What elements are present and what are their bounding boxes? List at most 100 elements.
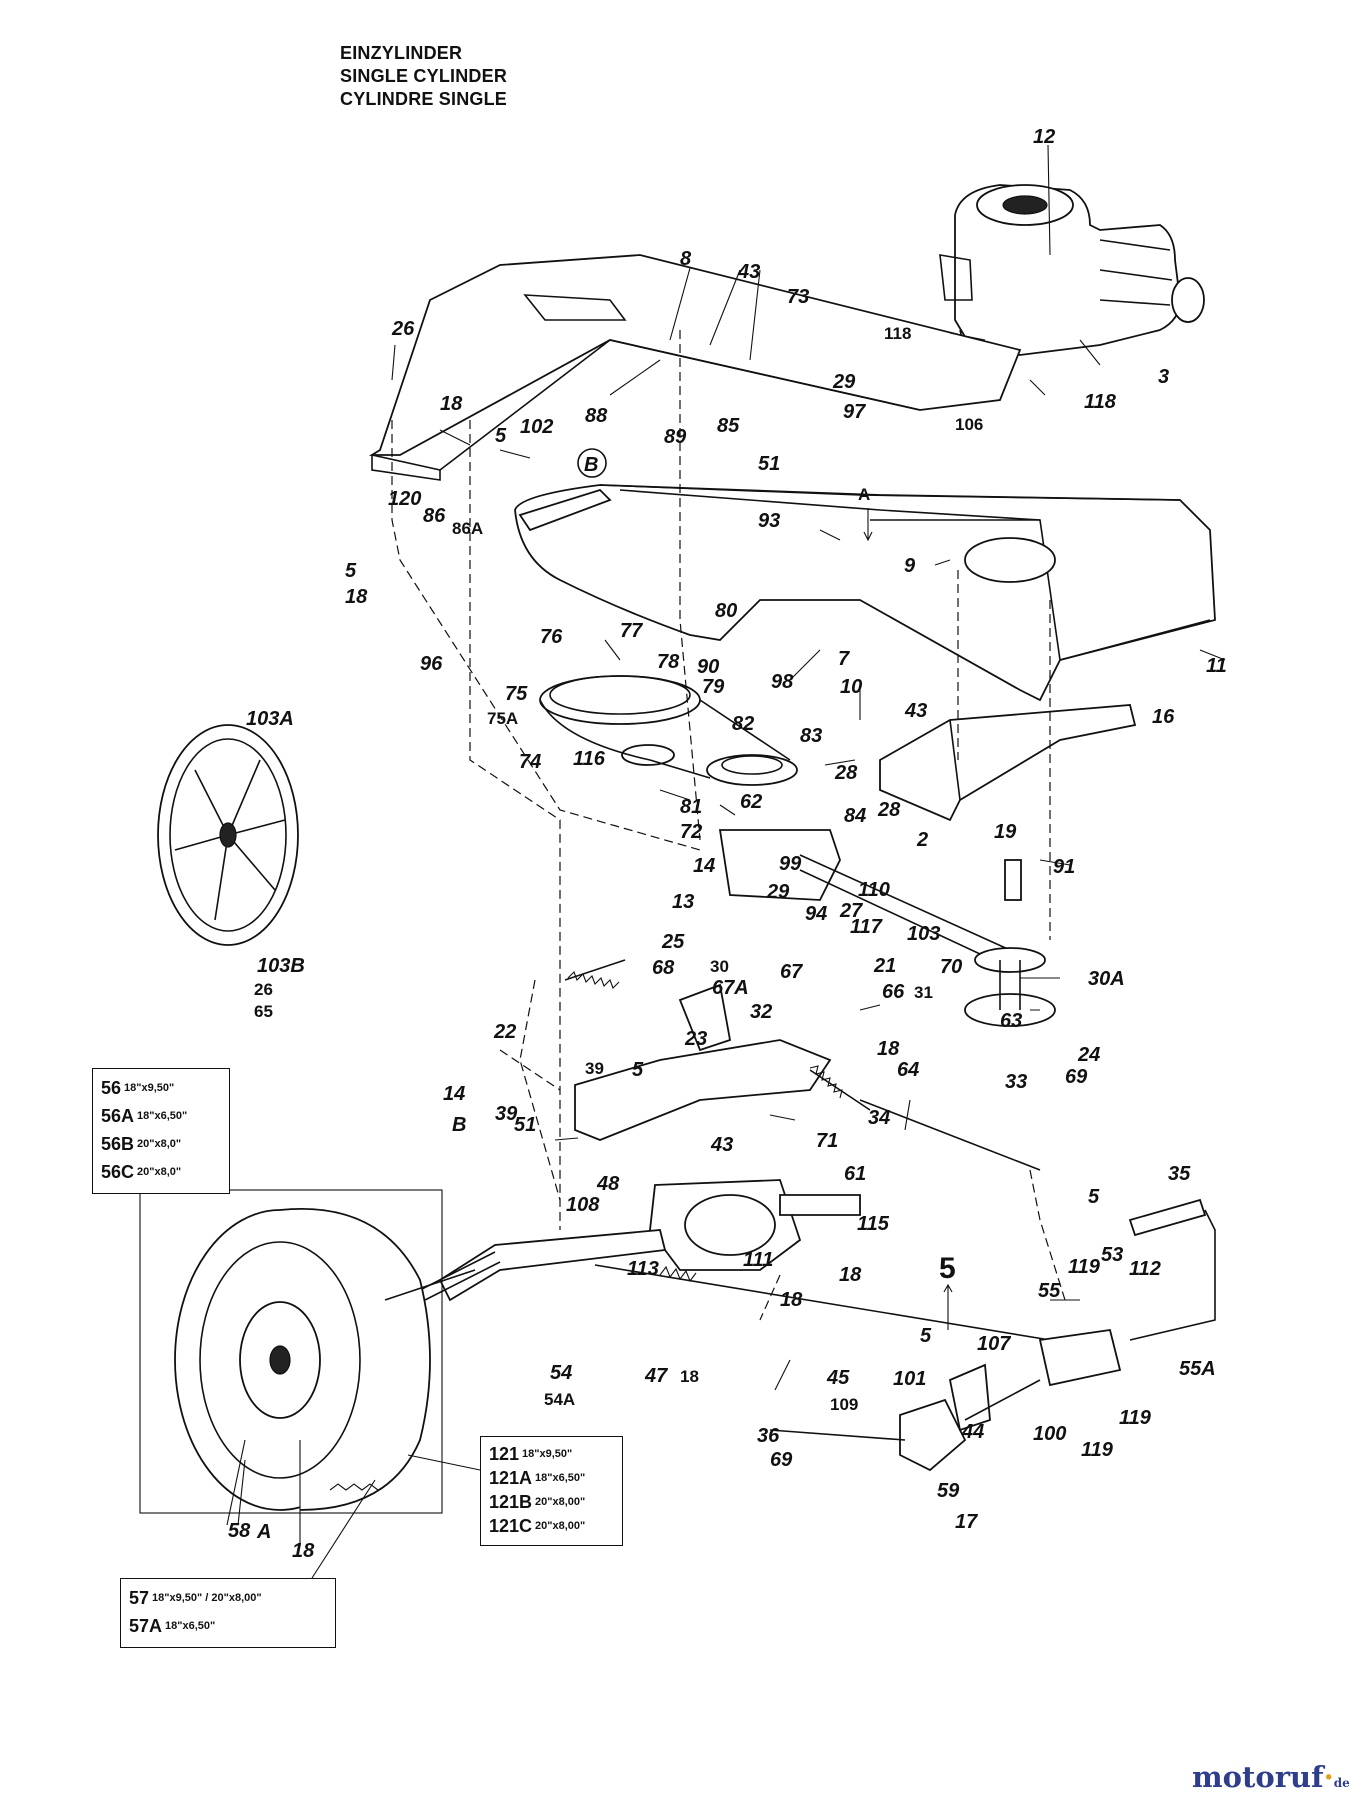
legend-size: 18"x6,50": [137, 1110, 188, 1122]
part-label: 67A: [712, 977, 749, 999]
assembly-lines: [391, 330, 1066, 1321]
part-label: 106: [955, 415, 983, 434]
legend-code: 121A: [489, 1468, 533, 1488]
legend-code: 56A: [101, 1106, 135, 1126]
part-label: 55A: [1179, 1358, 1216, 1380]
part-label: 113: [627, 1258, 659, 1280]
part-label: 75: [505, 683, 528, 705]
part-label: 103: [907, 923, 940, 945]
part-label: 55: [1038, 1280, 1061, 1302]
part-label: 18: [680, 1367, 699, 1386]
legend-code: 56: [101, 1078, 122, 1098]
part-label: 96: [420, 653, 443, 675]
part-label: 107: [977, 1333, 1011, 1355]
part-label: 19: [994, 821, 1017, 843]
part-label: 75A: [487, 709, 518, 728]
title-line-en: SINGLE CYLINDER: [340, 66, 508, 86]
part-label: 5: [920, 1325, 932, 1347]
part-label: 70: [940, 956, 962, 978]
part-label: 62: [740, 791, 762, 813]
part-label: 18: [839, 1264, 862, 1286]
part-label: 118: [1084, 391, 1117, 413]
part-label: 119: [1068, 1256, 1101, 1278]
part-label: 2: [916, 829, 928, 851]
part-label: 117: [850, 916, 883, 938]
part-labels: 12 8 43 73 118 3 26 29 118 97 106 88 85 …: [228, 126, 1227, 1562]
part-label: 61: [844, 1163, 866, 1185]
legend-size: 20"x8,00": [535, 1520, 586, 1532]
part-label: 103B: [257, 955, 305, 977]
part-label: 30A: [1088, 968, 1125, 990]
linkage-drawing: [419, 959, 1216, 1472]
part-label: 35: [1168, 1163, 1191, 1185]
part-label: A: [256, 1521, 271, 1543]
part-label: 83: [800, 725, 822, 747]
part-label: 119: [1119, 1407, 1152, 1429]
pulley-belt-drawing: [539, 675, 1056, 1027]
part-label: B: [584, 454, 598, 476]
part-label: 43: [737, 261, 760, 283]
part-label: 44: [961, 1421, 984, 1443]
part-label: A: [858, 485, 870, 504]
part-label: 3: [1158, 366, 1169, 388]
part-label: 5: [1088, 1186, 1100, 1208]
part-label: 67: [780, 961, 803, 983]
part-label: 12: [1033, 126, 1055, 148]
frame-drawing: [368, 254, 1216, 822]
part-label: 99: [779, 853, 802, 875]
legend-code: 57: [129, 1588, 150, 1608]
legend-size: 20"x8,0": [137, 1138, 182, 1150]
part-label: 34: [868, 1107, 890, 1129]
part-label: 18: [877, 1038, 900, 1060]
part-label: 77: [620, 620, 643, 642]
part-label: 28: [877, 799, 901, 821]
part-label: 79: [702, 676, 725, 698]
legend-size: 18"x9,50": [124, 1082, 175, 1094]
part-label: 29: [766, 881, 790, 903]
part-label: 13: [672, 891, 694, 913]
part-label: 110: [858, 879, 890, 901]
part-label: 88: [585, 405, 608, 427]
part-label: 93: [758, 510, 780, 532]
part-label: 30: [710, 957, 729, 976]
part-label: 5: [632, 1059, 644, 1081]
part-label: 33: [1005, 1071, 1027, 1093]
legend-code: 56C: [101, 1162, 135, 1182]
part-label: 97: [843, 401, 866, 423]
part-label: 76: [540, 626, 563, 648]
part-label: 109: [830, 1395, 858, 1414]
motoruf-logo[interactable]: motoruf·de: [1192, 1760, 1350, 1794]
part-label: 9: [904, 555, 916, 577]
part-label: 91: [1053, 856, 1075, 878]
part-label: 17: [955, 1511, 978, 1533]
part-label: 73: [787, 286, 809, 308]
part-label: 31: [914, 983, 933, 1002]
part-label: 85: [717, 415, 740, 437]
part-label: 18: [440, 393, 463, 415]
part-label: 115: [857, 1213, 890, 1235]
legend-code: 121C: [489, 1516, 533, 1536]
part-label: 26: [391, 318, 415, 340]
part-label: 119: [1081, 1439, 1114, 1461]
rear-wheel-drawing: [157, 724, 299, 946]
logo-name: motoruf: [1192, 1760, 1324, 1794]
part-label: 94: [805, 903, 827, 925]
part-label: 18: [780, 1289, 803, 1311]
part-label: 36: [757, 1425, 780, 1447]
part-label: 78: [657, 651, 680, 673]
legend-code: 56B: [101, 1134, 135, 1154]
part-label: 103A: [246, 708, 294, 730]
legend-code: 121: [489, 1444, 520, 1464]
part-label: 24: [1077, 1044, 1100, 1066]
title-line-de: EINZYLINDER: [340, 43, 463, 63]
legend-size: 18"x9,50" / 20"x8,00": [152, 1592, 262, 1604]
legend-code: 57A: [129, 1616, 163, 1636]
part-label: 14: [443, 1083, 465, 1105]
